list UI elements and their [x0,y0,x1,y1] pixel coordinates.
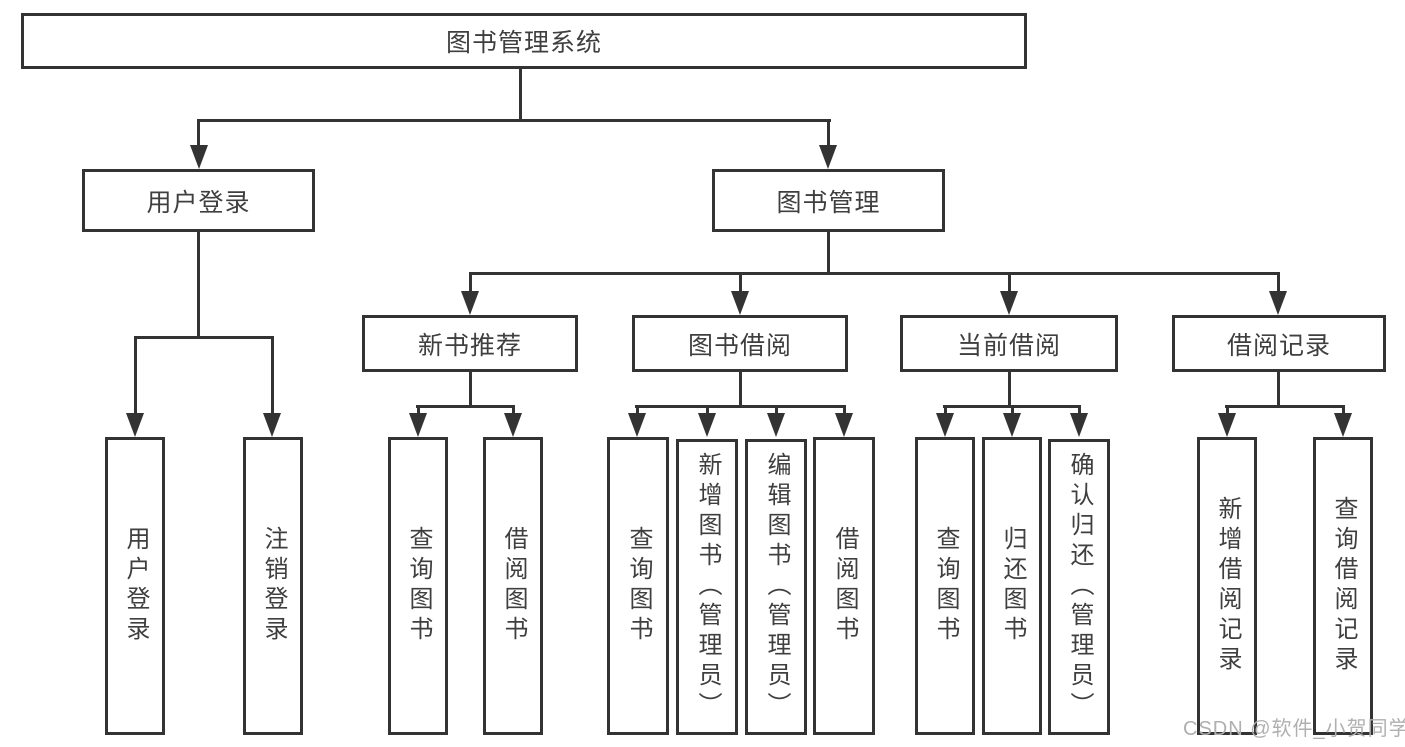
node-borrow-books: 借阅图书 [813,437,875,735]
arrow-down-icon [504,413,522,437]
arrow-down-icon [698,413,716,437]
node-add-borrow-record: 新增借阅记录 [1197,437,1257,735]
arrow-down-icon [819,145,837,169]
connector-stub [1078,405,1081,415]
node-user-login-action: 用户登录 [105,437,165,735]
connector-stub [706,405,709,415]
connector-stub-book-borrowing [739,272,742,293]
connector-stub-logout-leaf [271,336,274,415]
arrow-down-icon [936,413,954,437]
connector-borrowing-records-horizontal [1225,405,1345,408]
connector-current-borrowing-vertical [1008,372,1011,405]
connector-user-login-vertical [197,232,200,336]
connector-stub [1011,405,1014,415]
arrow-down-icon [628,413,646,437]
arrow-down-icon [409,413,427,437]
connector-stub [417,405,420,415]
connector-borrowing-records-vertical [1277,372,1280,405]
arrow-down-icon [126,413,144,437]
node-add-books-admin: 新增图书（管理员） [676,439,738,735]
node-user-login: 用户登录 [82,169,315,232]
node-query-books-borrow: 查询图书 [607,437,669,735]
connector-stub-new-book [469,272,472,293]
connector-root-horizontal [197,119,831,122]
node-borrowing-records: 借阅记录 [1172,315,1386,372]
connector-stub [775,405,778,415]
connector-book-borrowing-horizontal [635,405,846,408]
connector-new-book-vertical [469,372,472,405]
connector-book-borrowing-vertical [739,372,742,405]
arrow-down-icon [190,145,208,169]
node-logout: 注销登录 [243,437,303,735]
connector-new-book-horizontal [416,405,515,408]
arrow-down-icon [1000,291,1018,315]
connector-book-management-vertical [827,232,830,272]
connector-stub [512,405,515,415]
connector-book-management-horizontal [469,272,1279,275]
connector-stub [1226,405,1229,415]
node-query-books-recommend: 查询图书 [388,437,448,735]
arrow-down-icon [461,291,479,315]
node-query-books-current: 查询图书 [915,437,975,735]
node-query-borrow-record: 查询借阅记录 [1313,437,1373,735]
node-return-books: 归还图书 [982,437,1042,735]
connector-root-vertical [519,69,522,121]
connector-stub-borrowing-records [1277,272,1280,293]
connector-stub-book-management [827,119,830,147]
node-current-borrowing: 当前借阅 [900,315,1118,372]
node-borrow-books-recommend: 借阅图书 [483,437,543,735]
arrow-down-icon [1269,291,1287,315]
connector-stub-user-login [197,119,200,147]
node-edit-books-admin: 编辑图书（管理员） [745,439,807,735]
arrow-down-icon [731,291,749,315]
connector-stub-login-leaf [134,336,137,415]
connector-stub-current-borrowing [1008,272,1011,293]
node-book-management: 图书管理 [712,169,945,232]
arrow-down-icon [1334,413,1352,437]
arrow-down-icon [1003,413,1021,437]
node-book-borrowing: 图书借阅 [632,315,848,372]
connector-stub [944,405,947,415]
node-confirm-return-admin: 确认归还（管理员） [1048,439,1110,735]
connector-stub [843,405,846,415]
watermark: CSDN @软件_小贺同学 [1183,718,1405,740]
arrow-down-icon [835,413,853,437]
node-new-book-recommendation: 新书推荐 [362,315,578,372]
arrow-down-icon [1070,413,1088,437]
connector-stub [1342,405,1345,415]
node-library-management-system: 图书管理系统 [21,13,1027,69]
connector-stub [636,405,639,415]
connector-user-login-horizontal [134,336,274,339]
arrow-down-icon [1218,413,1236,437]
arrow-down-icon [263,413,281,437]
arrow-down-icon [767,413,785,437]
